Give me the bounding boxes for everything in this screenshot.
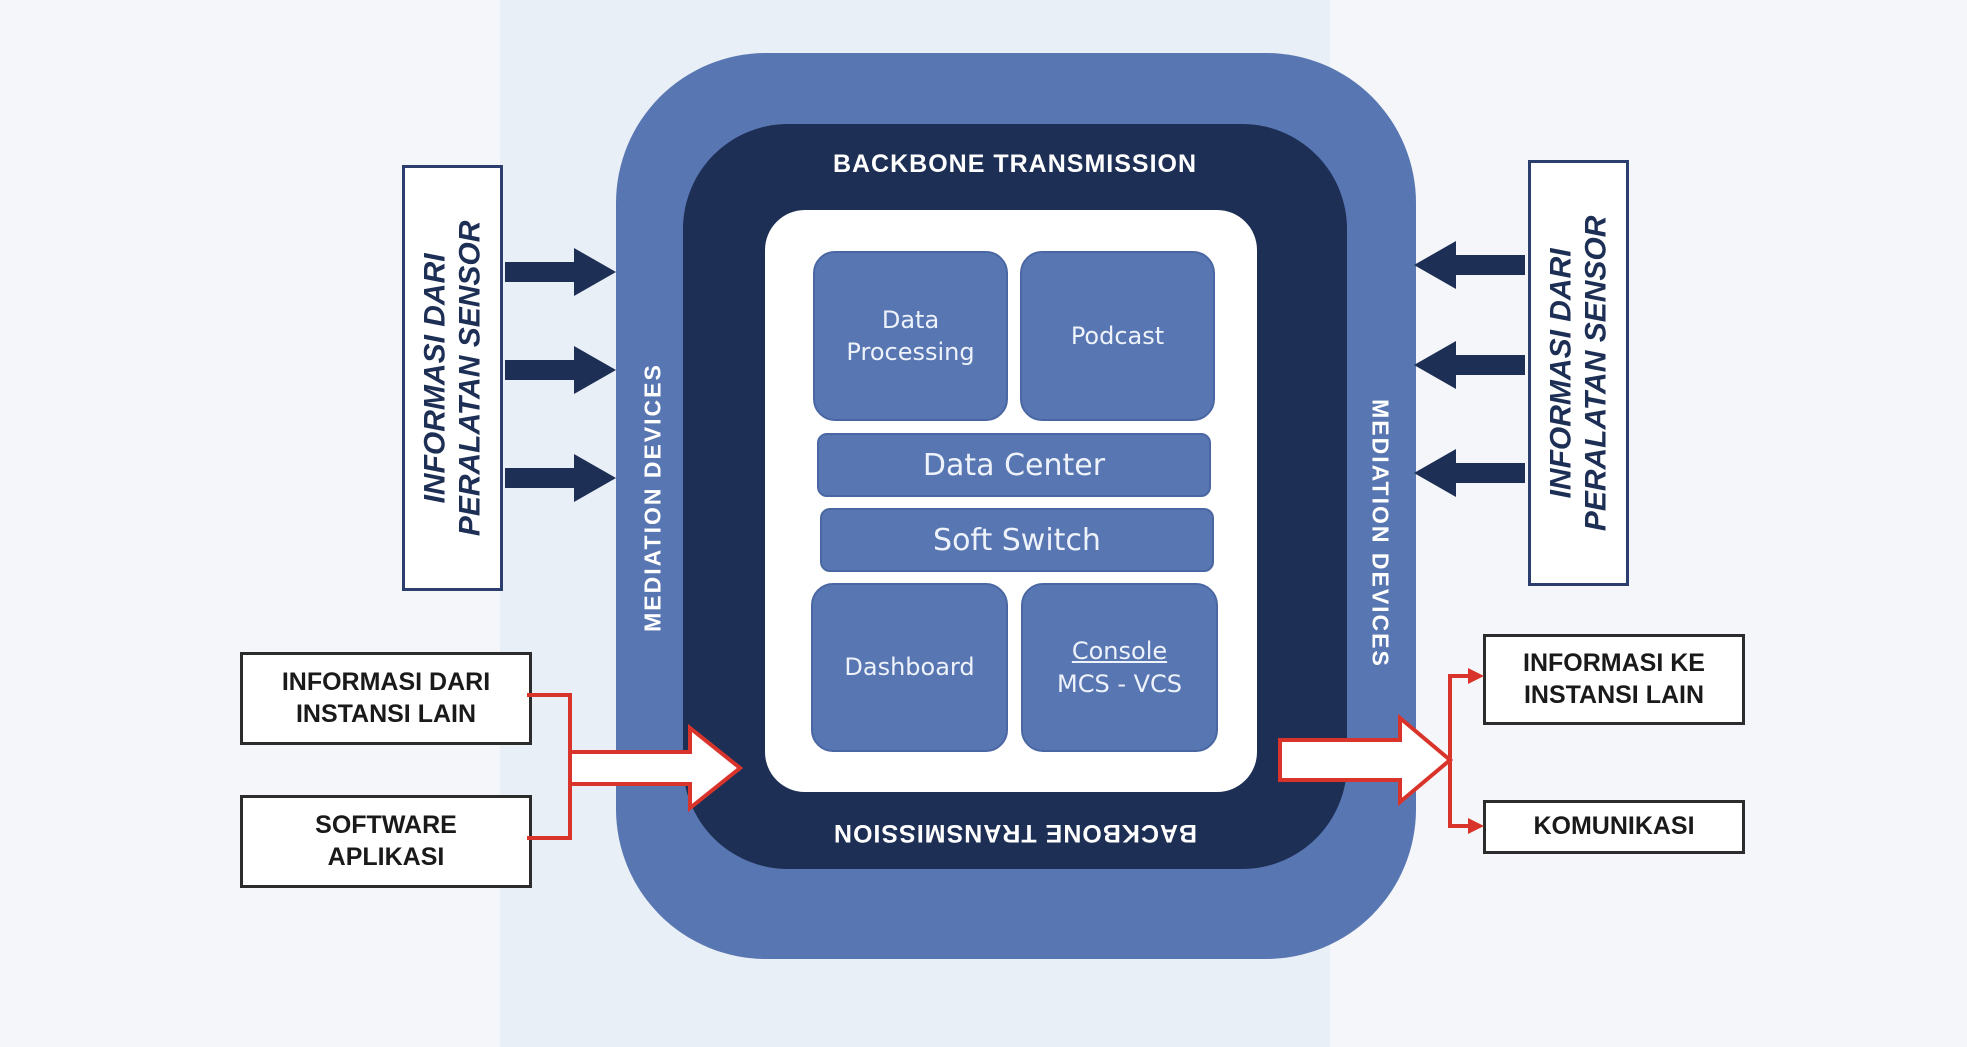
data-center-label: Data Center [922, 447, 1106, 483]
output-branch-bottom [1448, 760, 1470, 828]
console-sub-label: MCS - VCS [1056, 669, 1183, 698]
sensor-arrow-right-3 [1414, 449, 1525, 497]
module-podcast: Podcast [1020, 251, 1215, 421]
soft-switch-label: Soft Switch [933, 522, 1101, 558]
output-box-instansi: INFORMASI KE INSTANSI LAIN [1483, 634, 1745, 725]
dashboard-label: Dashboard [844, 653, 975, 682]
output-branch-top-head [1468, 668, 1484, 684]
input-connector-top [527, 693, 572, 755]
output-branch-bottom-head [1468, 818, 1484, 834]
module-data-processing: Data Processing [813, 251, 1008, 421]
output-box-komunikasi: KOMUNIKASI [1483, 800, 1745, 854]
sensor-arrow-left-1 [505, 248, 616, 296]
module-soft-switch: Soft Switch [820, 508, 1214, 572]
data-processing-label-line1: Data [881, 305, 940, 334]
input-instansi-line1: INFORMASI DARI [281, 668, 491, 697]
input-box-software: SOFTWARE APLIKASI [240, 795, 532, 888]
module-console: Console MCS - VCS [1021, 583, 1218, 752]
input-flow-arrow [568, 723, 744, 813]
input-software-line1: SOFTWARE [315, 811, 457, 840]
backbone-label-top: BACKBONE TRANSMISSION [832, 150, 1198, 178]
sensor-box-right: INFORMASI DARI PERALATAN SENSOR [1528, 160, 1629, 586]
output-flow-arrow [1278, 713, 1454, 807]
data-processing-label-line2: Processing [846, 338, 975, 366]
sensor-arrow-left-3 [505, 454, 616, 502]
module-dashboard: Dashboard [811, 583, 1008, 752]
console-label: Console [1071, 637, 1168, 666]
sensor-arrow-right-2 [1414, 341, 1525, 389]
sensor-arrow-left-2 [505, 346, 616, 394]
input-software-line2: APLIKASI [327, 842, 445, 871]
podcast-label: Podcast [1070, 321, 1165, 350]
output-komunikasi-label: KOMUNIKASI [1533, 812, 1695, 841]
output-instansi-line2: INSTANSI LAIN [1523, 680, 1705, 709]
output-branch-top [1448, 674, 1470, 760]
input-box-instansi: INFORMASI DARI INSTANSI LAIN [240, 652, 532, 745]
sensor-arrow-right-1 [1414, 241, 1525, 289]
input-connector-bottom [527, 780, 572, 840]
input-instansi-line2: INSTANSI LAIN [295, 699, 477, 728]
output-instansi-line1: INFORMASI KE [1523, 649, 1705, 678]
module-data-center: Data Center [817, 433, 1211, 497]
sensor-box-left: INFORMASI DARI PERALATAN SENSOR [402, 165, 503, 591]
